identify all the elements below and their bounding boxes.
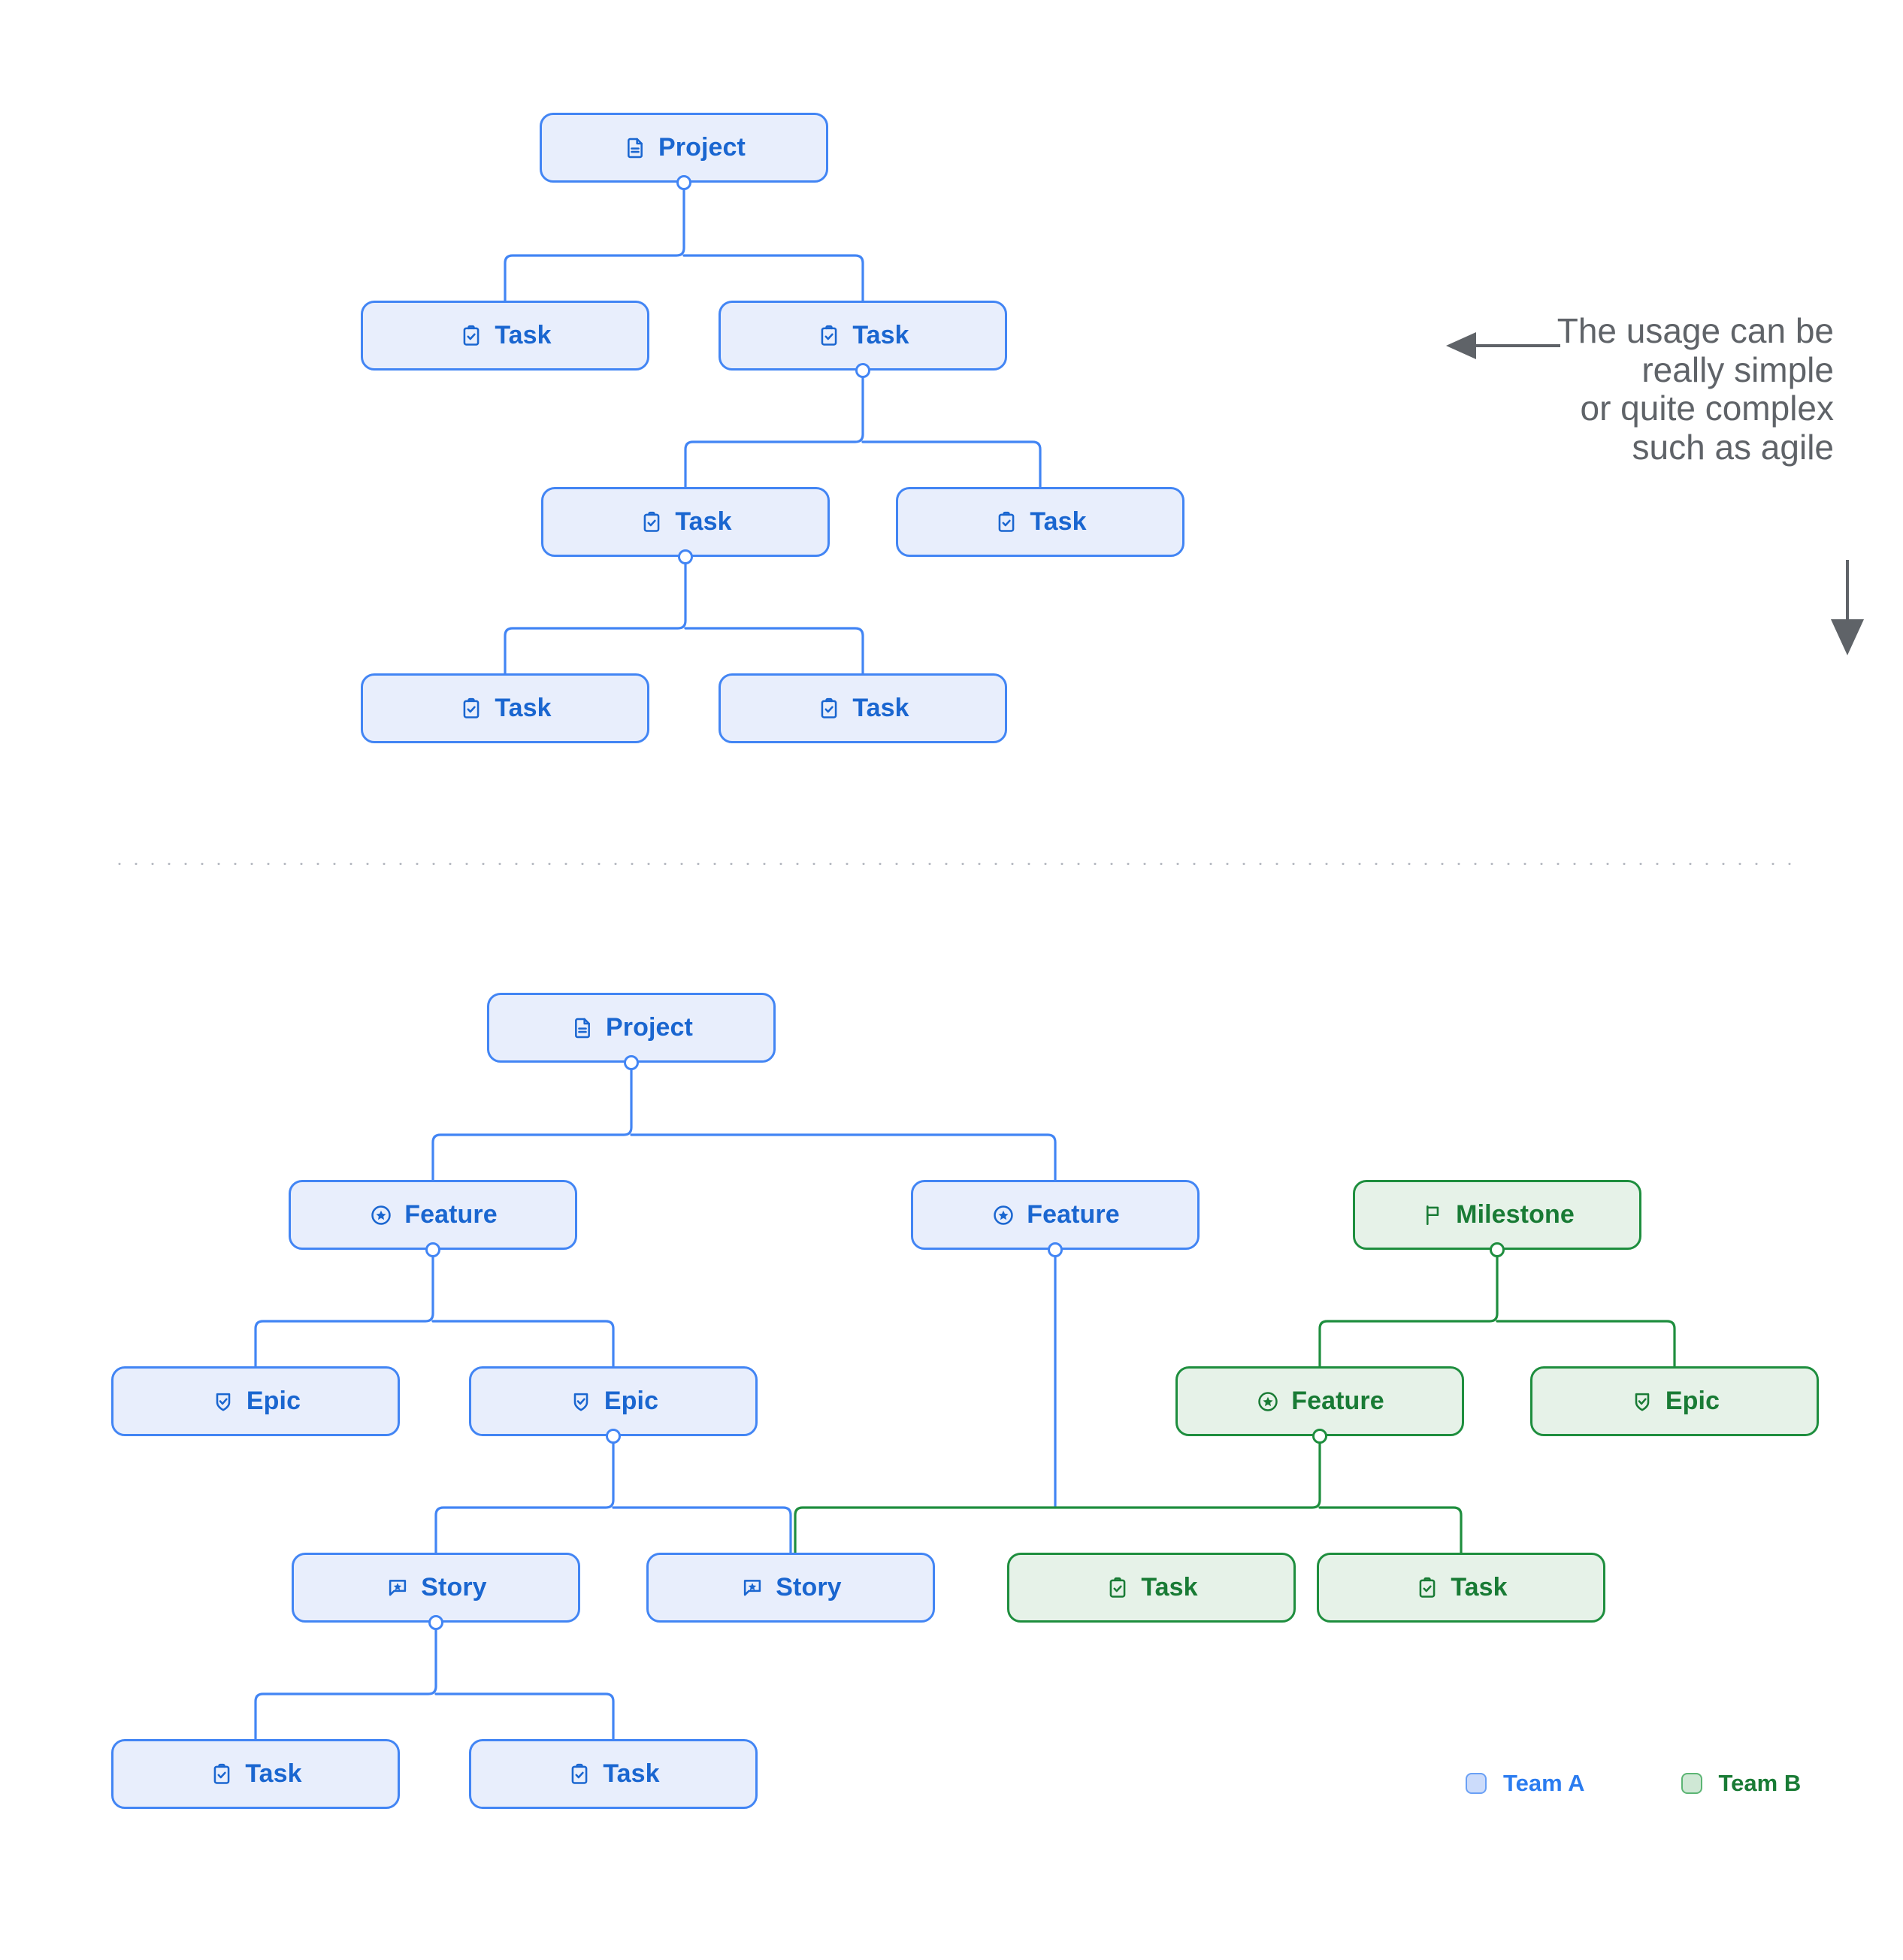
node-label: Task — [495, 321, 552, 349]
node-task[interactable]: Task — [469, 1739, 758, 1809]
node-label: Task — [1030, 507, 1087, 536]
clipboard-check-icon — [458, 696, 484, 721]
node-label: Task — [603, 1759, 660, 1788]
clipboard-check-icon — [816, 323, 842, 349]
node-port — [428, 1615, 443, 1630]
clipboard-check-icon — [458, 323, 484, 349]
shield-check-icon — [568, 1389, 594, 1414]
clipboard-check-icon — [567, 1762, 592, 1787]
annotation-arrows — [1446, 332, 1864, 655]
node-feature[interactable]: Feature — [1175, 1366, 1464, 1436]
node-label: Milestone — [1456, 1200, 1575, 1229]
speech-star-icon — [740, 1575, 765, 1601]
node-label: Epic — [1665, 1387, 1720, 1415]
annotation-line: The usage can be — [1557, 311, 1834, 350]
legend-swatch-icon — [1681, 1773, 1702, 1794]
node-task[interactable]: Task — [111, 1739, 400, 1809]
node-project[interactable]: Project — [487, 993, 776, 1063]
clipboard-check-icon — [639, 510, 664, 535]
node-task[interactable]: Task — [719, 301, 1007, 371]
node-port — [425, 1242, 440, 1257]
node-milestone[interactable]: Milestone — [1353, 1180, 1641, 1250]
shield-check-icon — [210, 1389, 236, 1414]
node-label: Task — [1451, 1573, 1508, 1602]
node-label: Task — [1141, 1573, 1198, 1602]
star-circle-icon — [991, 1202, 1016, 1228]
node-project[interactable]: Project — [540, 113, 828, 183]
node-label: Feature — [1291, 1387, 1384, 1415]
node-task[interactable]: Task — [541, 487, 830, 557]
node-task[interactable]: Task — [1007, 1553, 1296, 1623]
legend-item-team-b[interactable]: Team B — [1681, 1770, 1802, 1797]
node-task[interactable]: Task — [361, 673, 649, 743]
annotation-line: really simple — [1641, 349, 1834, 389]
node-label: Feature — [1027, 1200, 1120, 1229]
annotation-line: such as agile — [1632, 427, 1835, 467]
node-label: Feature — [404, 1200, 498, 1229]
node-label: Task — [495, 694, 552, 722]
node-epic[interactable]: Epic — [469, 1366, 758, 1436]
node-label: Task — [852, 321, 909, 349]
legend-label: Team B — [1718, 1770, 1802, 1796]
node-label: Task — [675, 507, 732, 536]
node-task[interactable]: Task — [719, 673, 1007, 743]
node-port — [855, 363, 870, 378]
star-circle-icon — [368, 1202, 394, 1228]
node-task[interactable]: Task — [896, 487, 1184, 557]
node-epic[interactable]: Epic — [111, 1366, 400, 1436]
node-story[interactable]: Story — [292, 1553, 580, 1623]
clipboard-check-icon — [994, 510, 1019, 535]
speech-star-icon — [385, 1575, 410, 1601]
legend-swatch-icon — [1466, 1773, 1487, 1794]
node-port — [1312, 1429, 1327, 1444]
clipboard-check-icon — [1414, 1575, 1440, 1601]
node-label: Project — [606, 1013, 693, 1042]
node-label: Task — [245, 1759, 302, 1788]
node-label: Project — [658, 133, 746, 162]
node-port — [606, 1429, 621, 1444]
node-task[interactable]: Task — [361, 301, 649, 371]
node-port — [1490, 1242, 1505, 1257]
node-port — [678, 549, 693, 564]
flag-icon — [1420, 1202, 1445, 1228]
legend-label: Team A — [1503, 1770, 1585, 1796]
section-divider — [111, 863, 1801, 865]
node-label: Story — [776, 1573, 842, 1602]
node-story[interactable]: Story — [646, 1553, 935, 1623]
node-label: Story — [421, 1573, 487, 1602]
annotation-text: The usage can be really simple or quite … — [1496, 311, 1835, 467]
node-feature[interactable]: Feature — [911, 1180, 1200, 1250]
node-label: Epic — [246, 1387, 301, 1415]
node-feature[interactable]: Feature — [289, 1180, 577, 1250]
node-port — [676, 175, 691, 190]
node-epic[interactable]: Epic — [1530, 1366, 1819, 1436]
node-task[interactable]: Task — [1317, 1553, 1605, 1623]
node-port — [1048, 1242, 1063, 1257]
node-label: Task — [852, 694, 909, 722]
star-circle-icon — [1255, 1389, 1281, 1414]
clipboard-check-icon — [816, 696, 842, 721]
document-icon — [570, 1015, 595, 1041]
annotation-line: or quite complex — [1580, 389, 1835, 428]
document-icon — [622, 135, 648, 161]
shield-check-icon — [1629, 1389, 1655, 1414]
legend-item-team-a[interactable]: Team A — [1466, 1770, 1585, 1797]
clipboard-check-icon — [209, 1762, 234, 1787]
node-port — [624, 1055, 639, 1070]
node-label: Epic — [604, 1387, 659, 1415]
clipboard-check-icon — [1105, 1575, 1130, 1601]
legend: Team A Team B — [1466, 1770, 1801, 1797]
